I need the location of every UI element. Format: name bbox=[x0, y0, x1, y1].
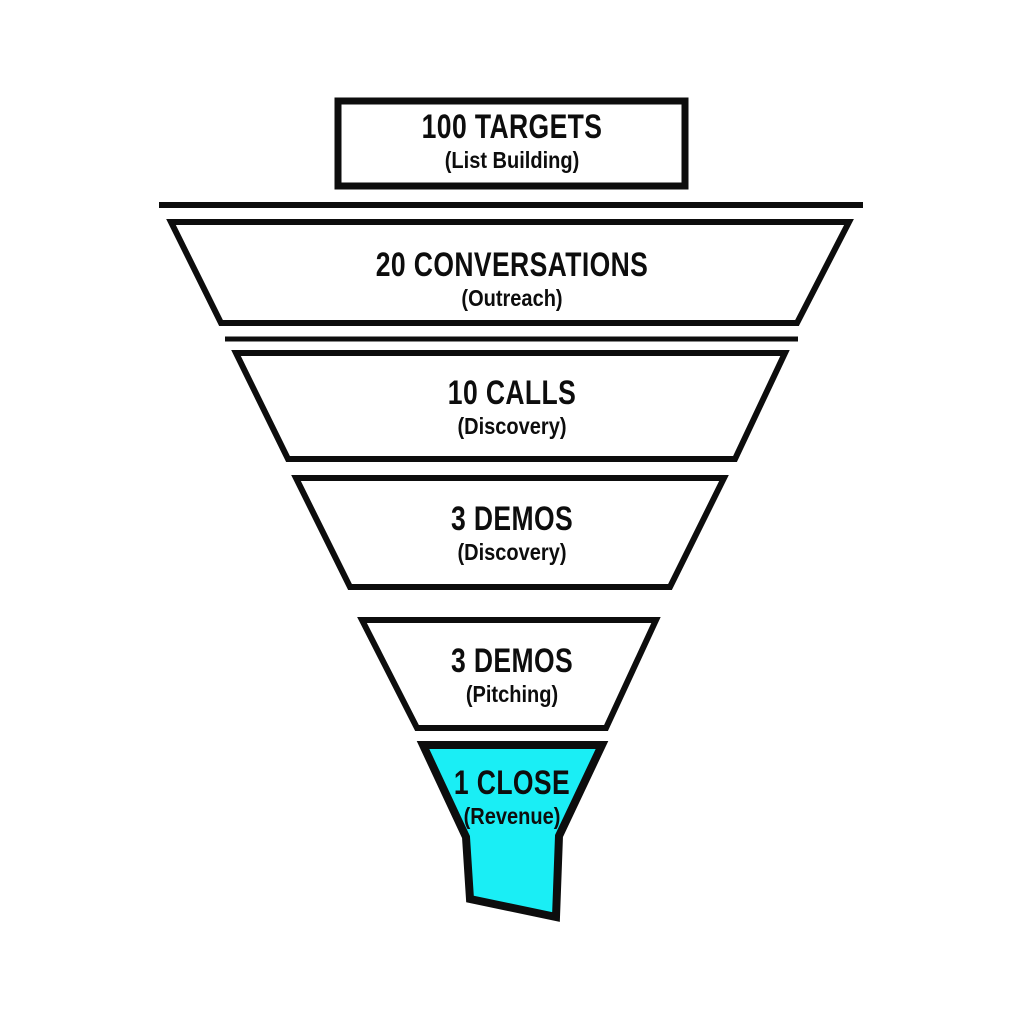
stage-trapezoid-calls bbox=[231, 350, 790, 462]
stage-trapezoid-demos-pitching bbox=[357, 617, 661, 731]
stage-spout-close bbox=[416, 741, 609, 922]
stage-trapezoid-conversations bbox=[166, 219, 854, 326]
stage-trapezoid-demos-discovery bbox=[291, 475, 729, 590]
stage-box-targets bbox=[334, 97, 689, 190]
